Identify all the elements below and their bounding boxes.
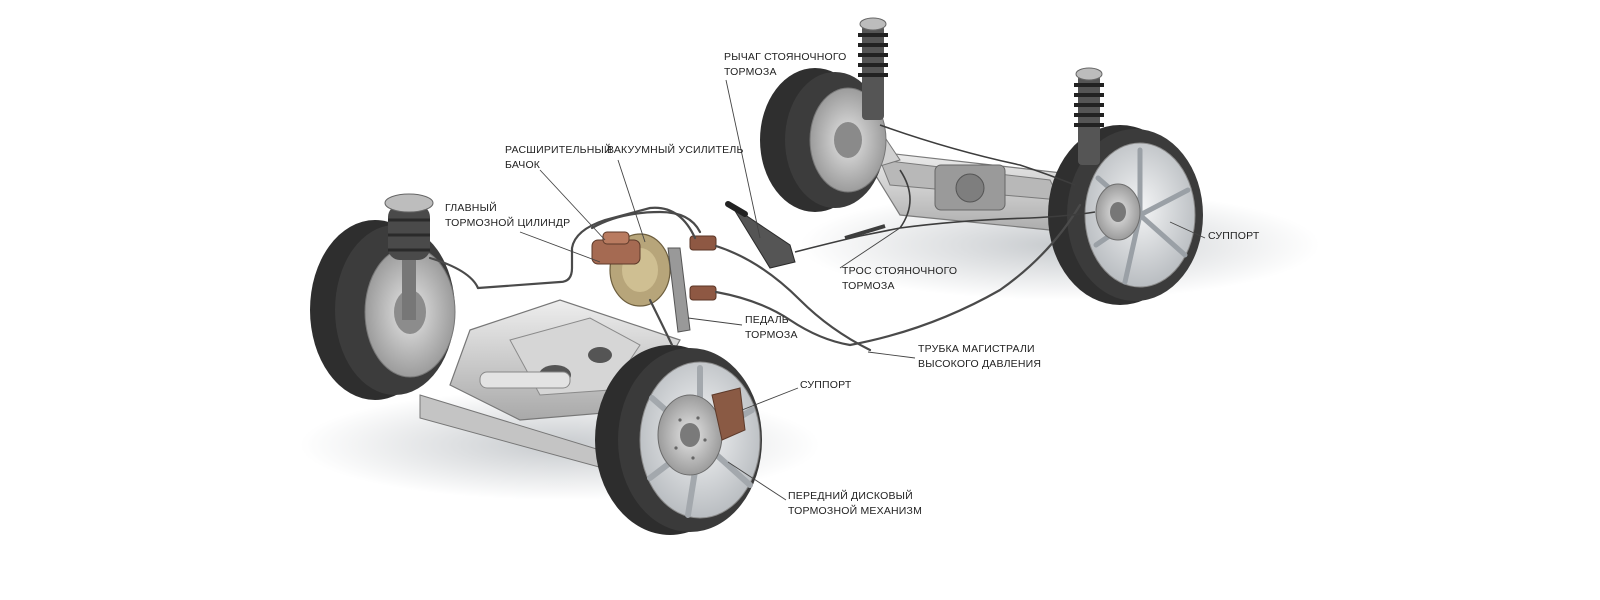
front-right-wheel xyxy=(595,345,762,535)
leader-high-pressure-line xyxy=(867,351,916,359)
leader-parking-cable xyxy=(839,227,901,269)
label-line: СУППОРТ xyxy=(800,379,852,391)
rear-right-wheel xyxy=(1048,125,1203,305)
label-line: ТОРМОЗА xyxy=(724,66,777,78)
label-line: СУППОРТ xyxy=(1208,230,1260,242)
label-parking-brake-lever: РЫЧАГ СТОЯНОЧНОГО ТОРМОЗА xyxy=(724,50,847,80)
leader-brake-pedal xyxy=(687,317,743,326)
parking-brake-lever xyxy=(725,201,796,269)
label-line: ТОРМОЗНОЙ МЕХАНИЗМ xyxy=(788,505,923,517)
label-parking-brake-cable: ТРОС СТОЯНОЧНОГО ТОРМОЗА xyxy=(842,264,957,294)
label-line: ПЕДАЛЬ xyxy=(745,314,789,326)
leader-rear-caliper xyxy=(1169,221,1206,239)
label-master-cylinder: ГЛАВНЫЙ ТОРМОЗНОЙ ЦИЛИНДР xyxy=(445,201,570,231)
leader-front-caliper xyxy=(741,387,799,411)
rear-left-shock-absorber xyxy=(858,17,888,120)
front-caliper xyxy=(711,387,746,441)
label-line: РЫЧАГ СТОЯНОЧНОГО xyxy=(724,51,847,63)
label-line: ТОРМОЗА xyxy=(842,280,895,292)
label-line: ПЕРЕДНИЙ ДИСКОВЫЙ xyxy=(788,490,913,502)
label-front-disc-brake: ПЕРЕДНИЙ ДИСКОВЫЙ ТОРМОЗНОЙ МЕХАНИЗМ xyxy=(788,489,922,519)
label-brake-pedal: ПЕДАЛЬ ТОРМОЗА xyxy=(745,313,798,343)
front-left-wheel xyxy=(310,220,456,400)
label-line: ТРУБКА МАГИСТРАЛИ xyxy=(918,343,1035,355)
label-line: РАСШИРИТЕЛЬНЫЙ xyxy=(505,144,612,156)
leader-vacuum-booster xyxy=(617,159,646,243)
label-high-pressure-line: ТРУБКА МАГИСТРАЛИ ВЫСОКОГО ДАВЛЕНИЯ xyxy=(918,342,1041,372)
front-subframe xyxy=(419,299,681,471)
rear-left-wheel xyxy=(760,68,887,212)
label-rear-caliper: СУППОРТ xyxy=(1208,229,1260,244)
leader-lines xyxy=(519,79,1206,501)
label-line: ВАКУУМНЫЙ УСИЛИТЕЛЬ xyxy=(607,144,744,156)
brake-lines xyxy=(428,203,1082,352)
label-line: ТОРМОЗА xyxy=(745,329,798,341)
front-left-air-spring xyxy=(384,193,434,320)
parking-brake-cable xyxy=(794,124,1096,253)
label-vacuum-booster: ВАКУУМНЫЙ УСИЛИТЕЛЬ xyxy=(607,143,744,158)
label-expansion-reservoir: РАСШИРИТЕЛЬНЫЙ БАЧОК xyxy=(505,143,612,173)
label-front-caliper: СУППОРТ xyxy=(800,378,852,393)
leader-front-disc xyxy=(727,461,787,501)
label-line: ВЫСОКОГО ДАВЛЕНИЯ xyxy=(918,358,1042,370)
label-line: ТОРМОЗНОЙ ЦИЛИНДР xyxy=(445,217,571,229)
master-cylinder-reservoir xyxy=(591,231,641,265)
leader-master-cylinder xyxy=(519,231,601,263)
brake-valves xyxy=(689,235,717,301)
brake-pedal xyxy=(667,247,691,333)
leader-parking-lever xyxy=(725,79,761,239)
leader-reservoir xyxy=(539,169,606,241)
label-line: ТРОС СТОЯНОЧНОГО xyxy=(842,265,958,277)
label-line: ГЛАВНЫЙ xyxy=(445,202,497,214)
label-line: БАЧОК xyxy=(505,159,541,171)
rear-right-shock-absorber xyxy=(1074,67,1104,165)
